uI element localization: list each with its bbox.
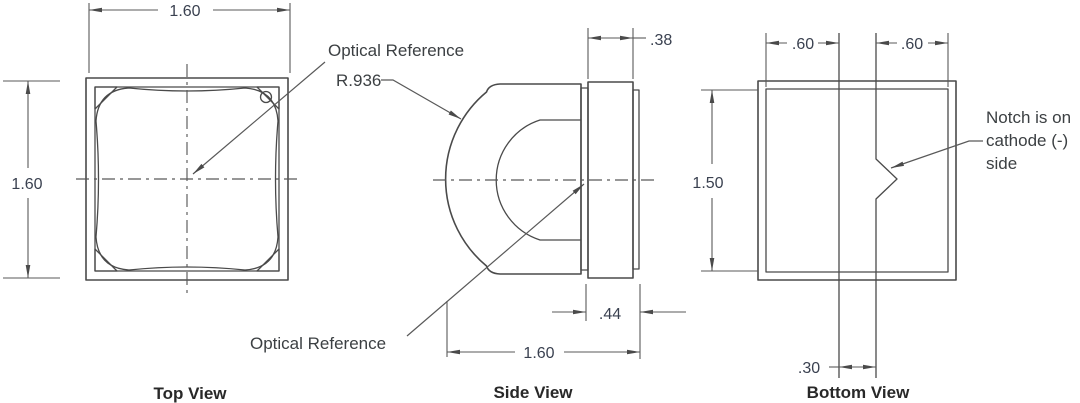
- leader-line: [406, 183, 585, 337]
- extension-lines: [3, 80, 60, 279]
- corner-mark-bottom-left: [94, 248, 118, 272]
- bottom-view: .60 .60 1.50 .30 Notch is on cathode (-)…: [692, 33, 1071, 402]
- corner-mark-top-right: [256, 86, 280, 110]
- corner-mark-top-left: [94, 86, 118, 110]
- top-view: 1.60 1.60 Optical Reference Top View: [3, 3, 464, 403]
- package-outline: [757, 80, 957, 281]
- lens-outline: [95, 87, 279, 271]
- polarity-dot: [259, 90, 273, 104]
- optical-reference-label: Optical Reference: [328, 41, 464, 60]
- radius-label: R.936: [336, 71, 381, 90]
- dimension-value-pad-height: 1.50: [692, 175, 723, 192]
- dimension-value-anode-pad: .60: [792, 36, 814, 53]
- cathode-pad-edge-with-notch: [875, 33, 898, 378]
- leader-line: [890, 140, 983, 169]
- dome-outline: [444, 83, 582, 275]
- note-line: side: [986, 154, 1017, 173]
- dimension-value-cathode-pad: .60: [901, 36, 923, 53]
- dimension-value-width: 1.60: [169, 3, 200, 20]
- extension-lines: [585, 284, 641, 359]
- notch-note: Notch is on cathode (-) side: [986, 108, 1071, 173]
- extension-lines: [587, 28, 634, 79]
- dimension-value-height: 1.60: [11, 176, 42, 193]
- dimension-value-seat-depth: .44: [599, 306, 621, 323]
- dimension-value-flange-depth: .38: [650, 32, 672, 49]
- leader-line: [192, 61, 326, 175]
- view-title: Bottom View: [807, 383, 910, 402]
- corner-mark-bottom-right: [256, 248, 280, 272]
- dimension-value-pad-gap: .30: [798, 360, 820, 377]
- dimension-value-overall-depth: 1.60: [523, 345, 554, 362]
- optical-reference-label: Optical Reference: [250, 334, 386, 353]
- lens-seat-ring: [580, 87, 589, 271]
- view-title: Top View: [153, 384, 227, 403]
- leader-line: [381, 79, 462, 120]
- extension-lines: [88, 3, 291, 73]
- note-line: cathode (-): [986, 131, 1068, 150]
- note-line: Notch is on: [986, 108, 1071, 127]
- side-view: .38 .44 1.60 R.936 Optical Reference Sid…: [250, 28, 686, 402]
- package-inner-outline: [765, 88, 949, 273]
- view-title: Side View: [493, 383, 573, 402]
